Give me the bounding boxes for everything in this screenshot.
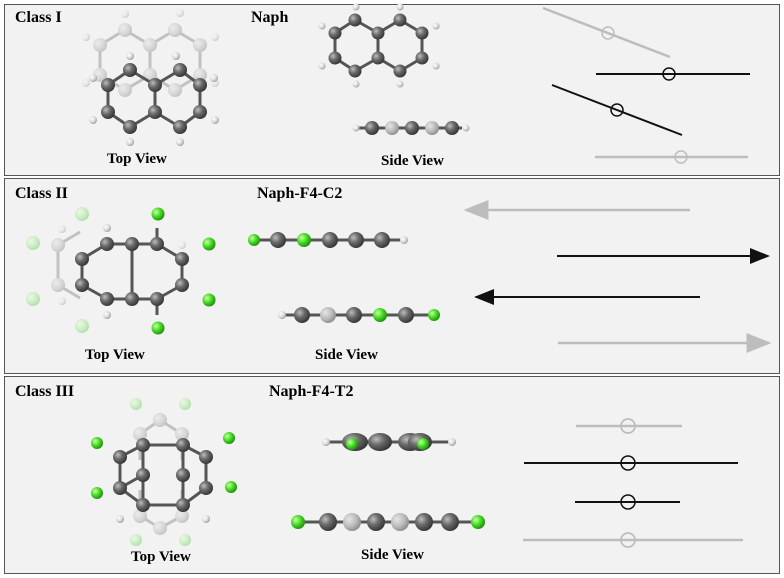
- naph-f4-c2-side-view-upper: [248, 232, 408, 248]
- side-view-label: Side View: [381, 153, 444, 169]
- class-label: Class I: [15, 9, 62, 26]
- naph-side-view-molecule: [352, 121, 470, 135]
- molecule-name: Naph: [251, 9, 289, 26]
- class-3-top-view-molecule-front: [91, 432, 237, 523]
- naph-f4-t2-side-view-lower: [291, 513, 485, 531]
- class-label: Class II: [15, 185, 68, 202]
- naph-top-view-molecule: [318, 3, 440, 88]
- panel-class-1: Class I Naph Top View Side View: [4, 4, 780, 176]
- molecule-name: Naph-F4-C2: [257, 185, 343, 202]
- class-1-top-view-molecule-front: [89, 52, 219, 146]
- class-label: Class III: [15, 383, 75, 400]
- top-view-label: Top View: [85, 347, 145, 363]
- side-view-label: Side View: [361, 547, 424, 563]
- top-view-label: Top View: [107, 151, 167, 167]
- top-view-label: Top View: [131, 549, 191, 565]
- molecule-name: Naph-F4-T2: [269, 383, 354, 400]
- class-2-schematic-arrows: [463, 200, 772, 353]
- class-2-top-view-molecule-back: [26, 207, 186, 333]
- class-2-top-view-molecule-front: [75, 207, 216, 335]
- class-3-schematic: [523, 418, 743, 548]
- class-1-top-view-molecule-back: [82, 9, 219, 97]
- naph-f4-c2-side-view-lower: [278, 307, 440, 323]
- class-1-schematic: [542, 6, 750, 164]
- side-view-label: Side View: [315, 347, 378, 363]
- naph-f4-t2-side-view-upper: [322, 433, 456, 451]
